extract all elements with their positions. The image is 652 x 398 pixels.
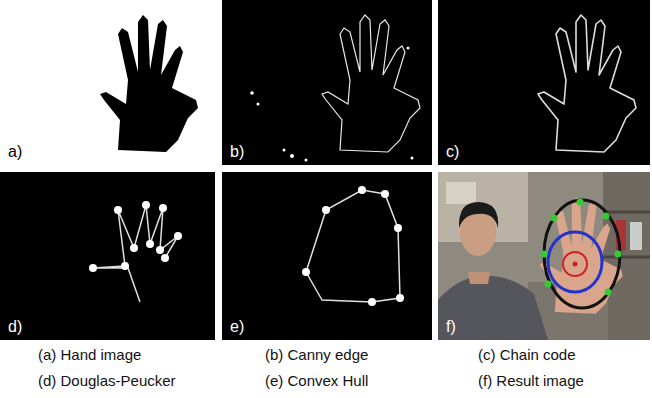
- panel-label: b): [230, 144, 244, 160]
- convex-hull-panel: [222, 172, 432, 340]
- image-panel: f): [438, 172, 650, 340]
- image-panel: e): [222, 172, 432, 340]
- panel-caption: (d) Douglas-Peucker: [38, 372, 176, 390]
- image-panel: a): [0, 0, 215, 165]
- hand-silhouette: [0, 0, 215, 165]
- panel-label: d): [8, 319, 22, 335]
- result-photo: [438, 172, 650, 340]
- chain-code-panel: [438, 0, 650, 165]
- image-panel: c): [438, 0, 650, 165]
- panel-caption: (c) Chain code: [478, 346, 576, 364]
- panel-caption: (f) Result image: [478, 372, 584, 390]
- panel-caption: (b) Canny edge: [265, 346, 368, 364]
- panel-caption: (a) Hand image: [38, 346, 141, 364]
- panel-label: f): [446, 319, 456, 335]
- image-panel: b): [222, 0, 432, 165]
- panel-caption: (e) Convex Hull: [265, 372, 368, 390]
- panel-label: c): [446, 144, 459, 160]
- canny-edge-panel: [222, 0, 432, 165]
- image-panel: d): [0, 172, 215, 340]
- panel-label: a): [8, 144, 22, 160]
- panel-label: e): [230, 319, 244, 335]
- douglas-peucker-panel: [0, 172, 215, 340]
